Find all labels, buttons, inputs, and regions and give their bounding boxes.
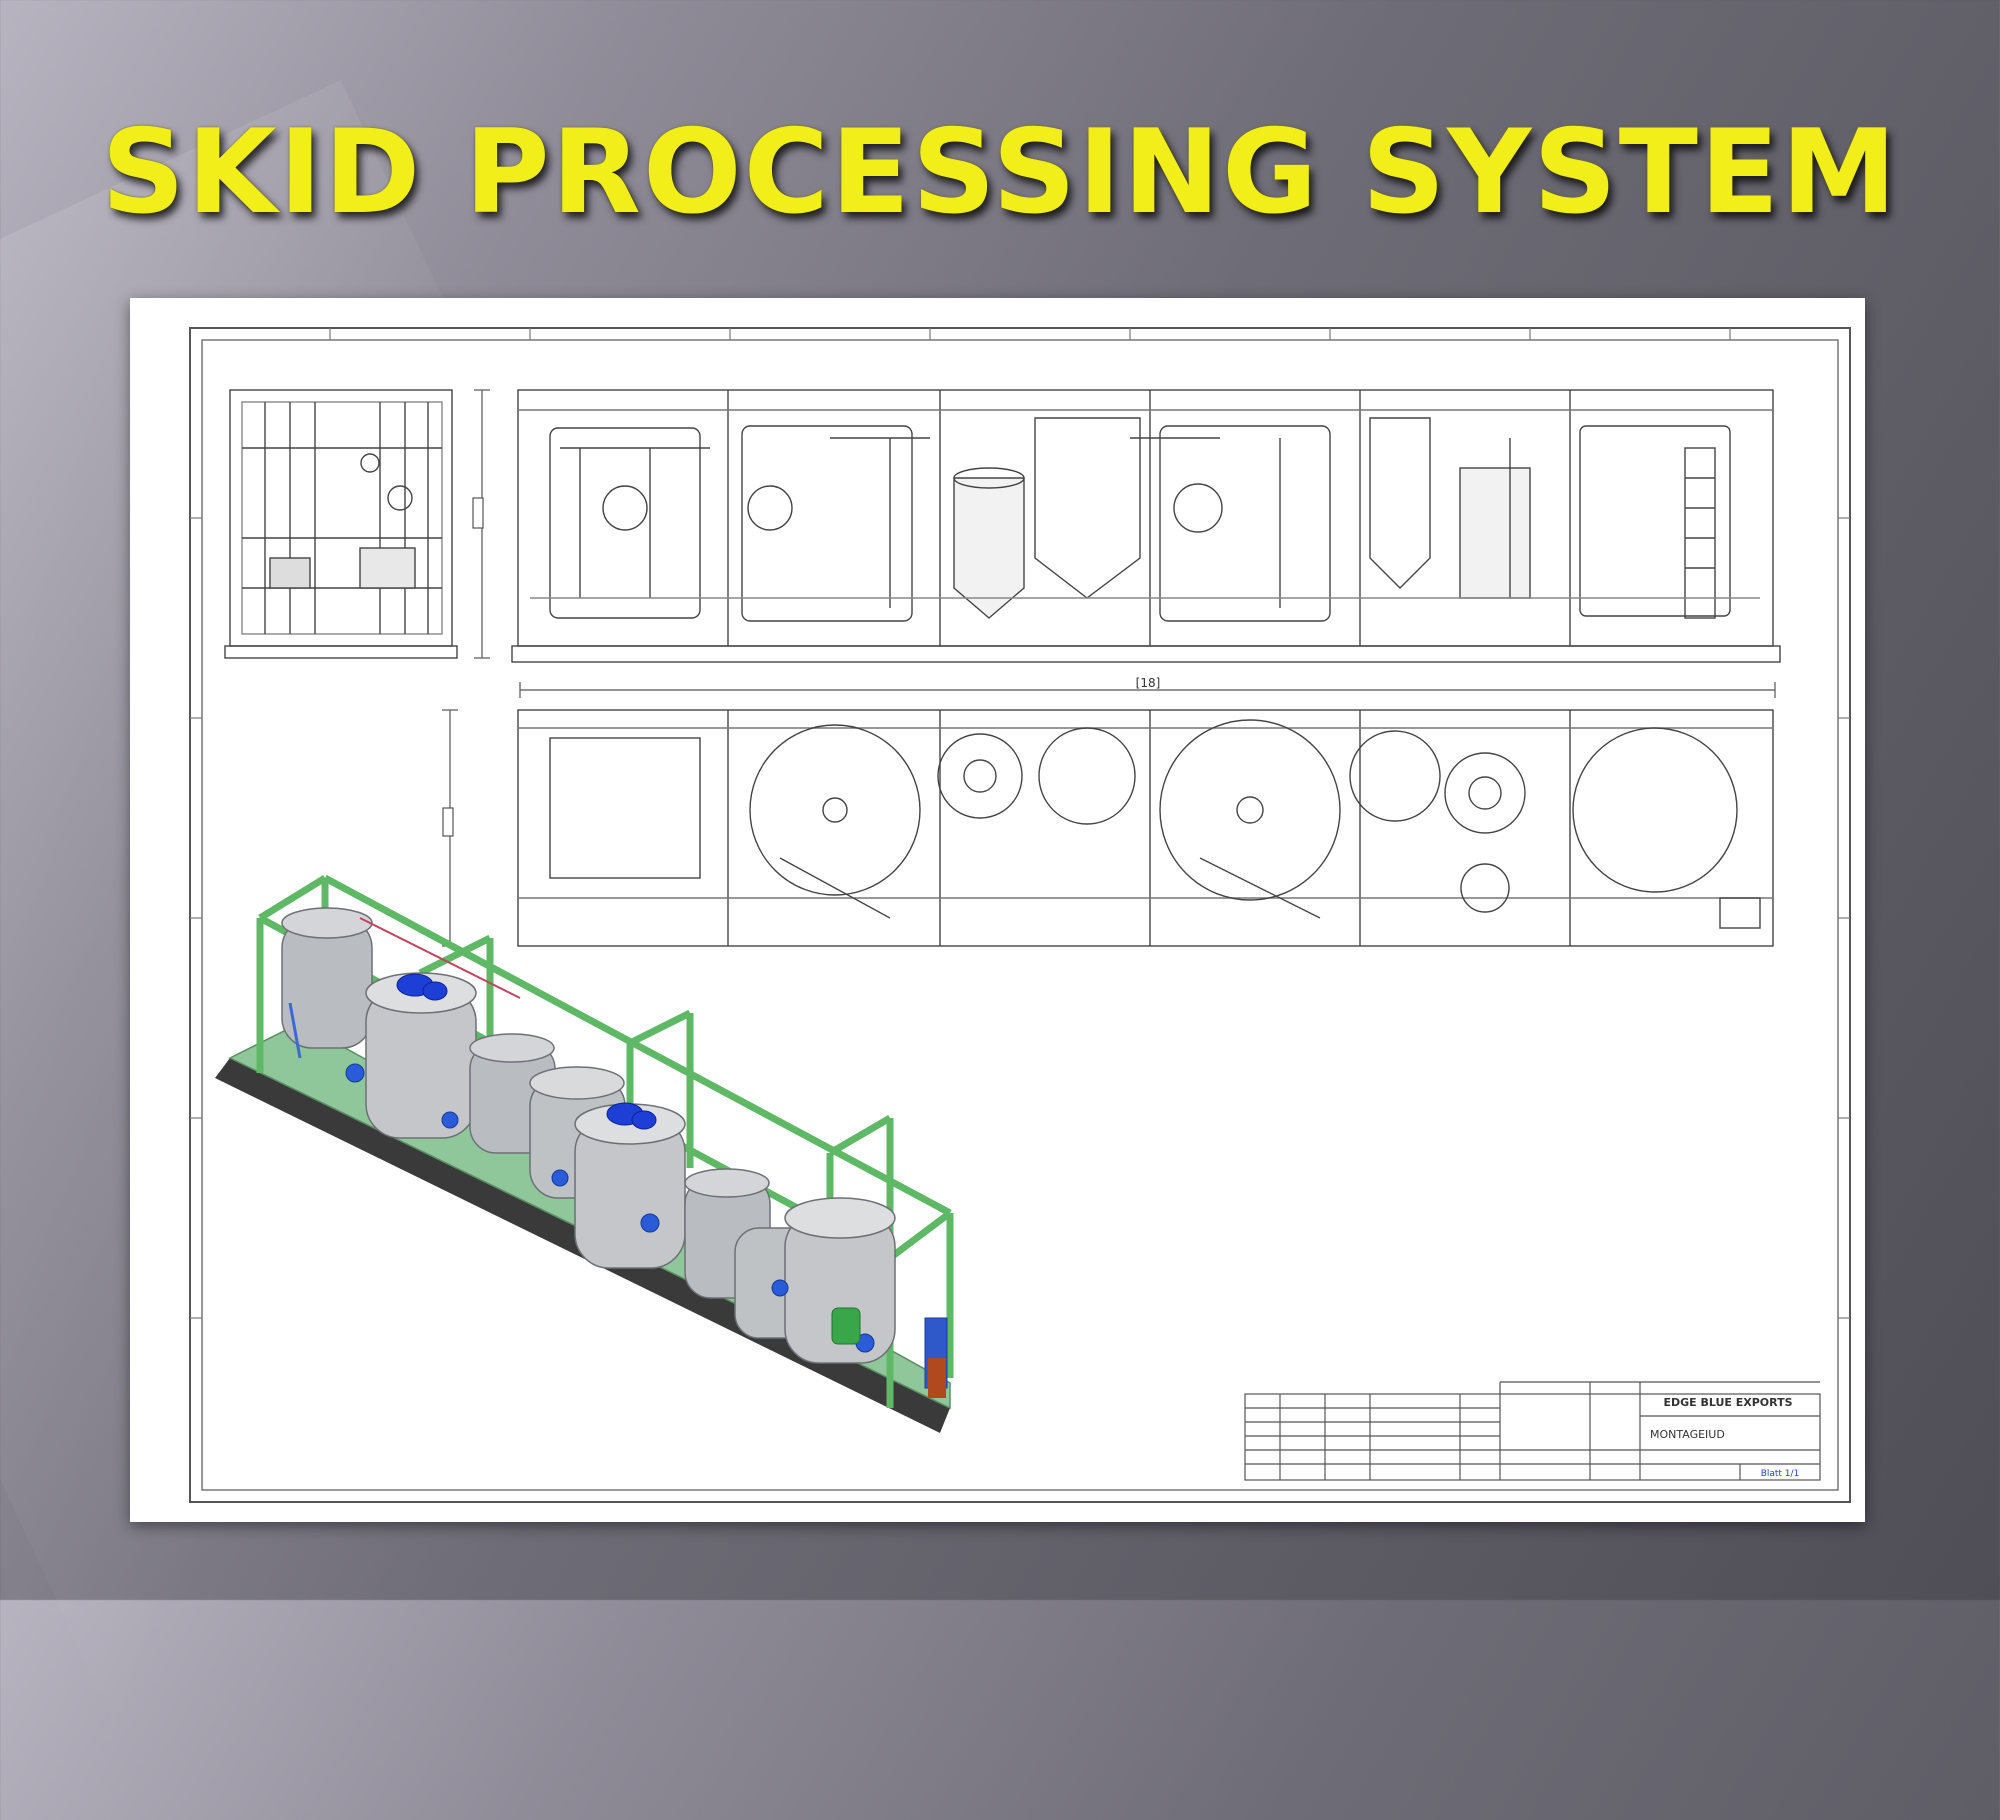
- inner-border: [201, 339, 1839, 1491]
- front-elevation-view: [511, 389, 1781, 663]
- dimension-lines: [442, 389, 1776, 947]
- title-block-drawing-title: MONTAGEIUD: [1650, 1428, 1725, 1441]
- inlet-pipe: [288, 1002, 302, 1059]
- isometric-skid-render: [215, 874, 954, 1433]
- end-elevation-view: [224, 389, 458, 659]
- slide-title: SKID PROCESSING SYSTEM: [101, 105, 1899, 240]
- agitator-motors: [396, 973, 657, 1130]
- drawing-canvas: [18]: [189, 327, 1851, 1503]
- engineering-drawing-sheet: [18]: [130, 298, 1865, 1522]
- process-tanks: [281, 907, 896, 1364]
- plan-view: [517, 709, 1774, 947]
- title-block-company: EDGE BLUE EXPORTS: [1663, 1396, 1792, 1409]
- overall-length-dimension: [18]: [1136, 676, 1161, 690]
- pumps: [345, 1063, 875, 1353]
- border-ticks: [190, 328, 1850, 1319]
- heat-exchanger: [928, 1358, 946, 1398]
- process-pipe: [359, 917, 521, 999]
- title-block-sheet-ref: Blatt 1/1: [1761, 1469, 1800, 1479]
- title-block: [1244, 1381, 1821, 1481]
- outer-border: [189, 327, 1851, 1503]
- filter-housing: [831, 1307, 861, 1345]
